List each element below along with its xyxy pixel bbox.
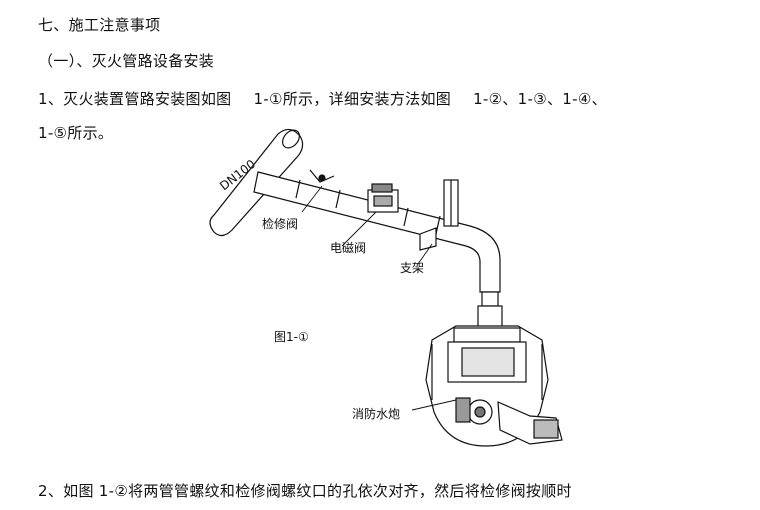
section-title: 七、施工注意事项 [38, 16, 161, 34]
bracket-drawing [419, 179, 459, 251]
paragraph-2: 2、如图 1-②将两管管螺纹和检修阀螺纹口的孔依次对齐，然后将检修阀按顺时 [38, 482, 572, 500]
subsection-title: （一）、灭火管路设备安装 [38, 52, 215, 70]
valve-handle [309, 169, 335, 183]
paragraph-1-part-b: 1-①所示，详细安装方法如图 [253, 90, 452, 108]
bracket-label: 支架 [400, 261, 424, 275]
fire-cannon-label: 消防水炮 [352, 406, 400, 421]
paragraph-1-part-c: 1-②、1-③、1-④、 [473, 90, 607, 108]
fire-cannon-drawing [425, 325, 563, 447]
maintenance-valve-label: 检修阀 [262, 216, 298, 231]
figure-caption: 图1-① [274, 330, 309, 344]
paragraph-1-part-a: 1、灭火装置管路安装图如图 [38, 90, 232, 108]
solenoid-valve-body [367, 183, 399, 213]
paragraph-1: 1、灭火装置管路安装图如图 1-①所示，详细安装方法如图 1-②、1-③、1-④、 [38, 88, 607, 109]
solenoid-valve-label: 电磁阀 [330, 240, 366, 255]
paragraph-1-continued: 1-⑤所示。 [38, 124, 114, 142]
branch-pipe [253, 171, 501, 293]
